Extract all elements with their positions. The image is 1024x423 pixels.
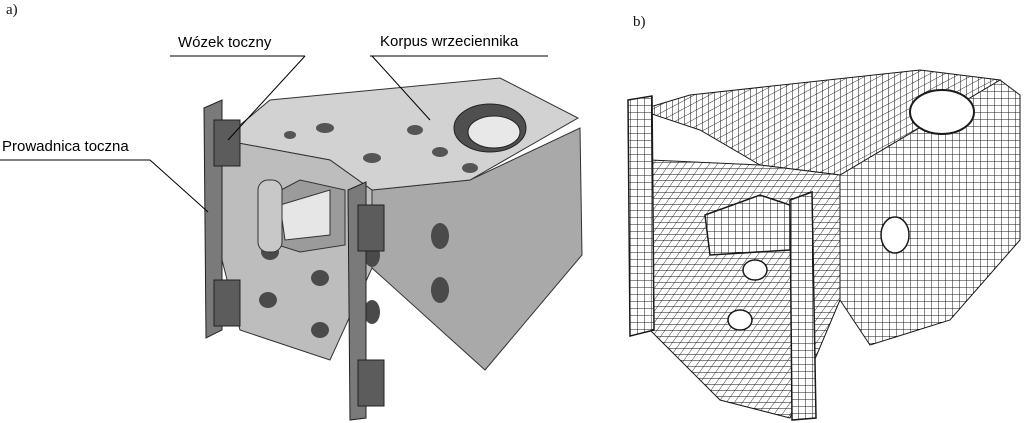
mesh-model [627, 69, 1021, 421]
callout-rail-label: Prowadnica toczna [2, 138, 129, 155]
top-hole [407, 125, 423, 135]
mesh-side-hole [880, 216, 910, 254]
mesh-right-rail [789, 190, 817, 421]
carriage-leader [227, 55, 306, 141]
mesh-left-rail [627, 95, 655, 337]
callout-headstock-label: Korpus wrzeciennika [380, 33, 519, 50]
top-hole [363, 153, 381, 163]
top-hole [284, 131, 296, 139]
mesh-plate-hole [742, 259, 768, 281]
left-carriage-top [213, 119, 241, 167]
mesh-side-face [839, 79, 1021, 346]
mesh-bore [909, 89, 975, 135]
side-hole [431, 223, 449, 249]
top-hole [316, 123, 334, 133]
panel-a-label: a) [6, 2, 18, 18]
rail-leader [149, 159, 209, 213]
plate-hole [311, 322, 329, 338]
panel-b-label: b) [633, 14, 646, 30]
plate-hole [311, 270, 329, 286]
left-carriage-bottom [213, 279, 241, 327]
callout-carriage-label: Wózek toczny [178, 34, 272, 51]
right-carriage-top [357, 204, 385, 252]
cylinder-boss [257, 179, 283, 253]
top-hole [432, 147, 448, 157]
side-hole [364, 300, 380, 324]
leader-lines [0, 55, 548, 213]
mesh-plate-hole [727, 309, 753, 331]
headstock-leader [371, 55, 431, 121]
plate-hole [259, 292, 277, 308]
top-hole [462, 163, 478, 173]
solid-model [203, 77, 583, 421]
right-carriage-bottom [357, 359, 385, 407]
side-hole [431, 277, 449, 303]
